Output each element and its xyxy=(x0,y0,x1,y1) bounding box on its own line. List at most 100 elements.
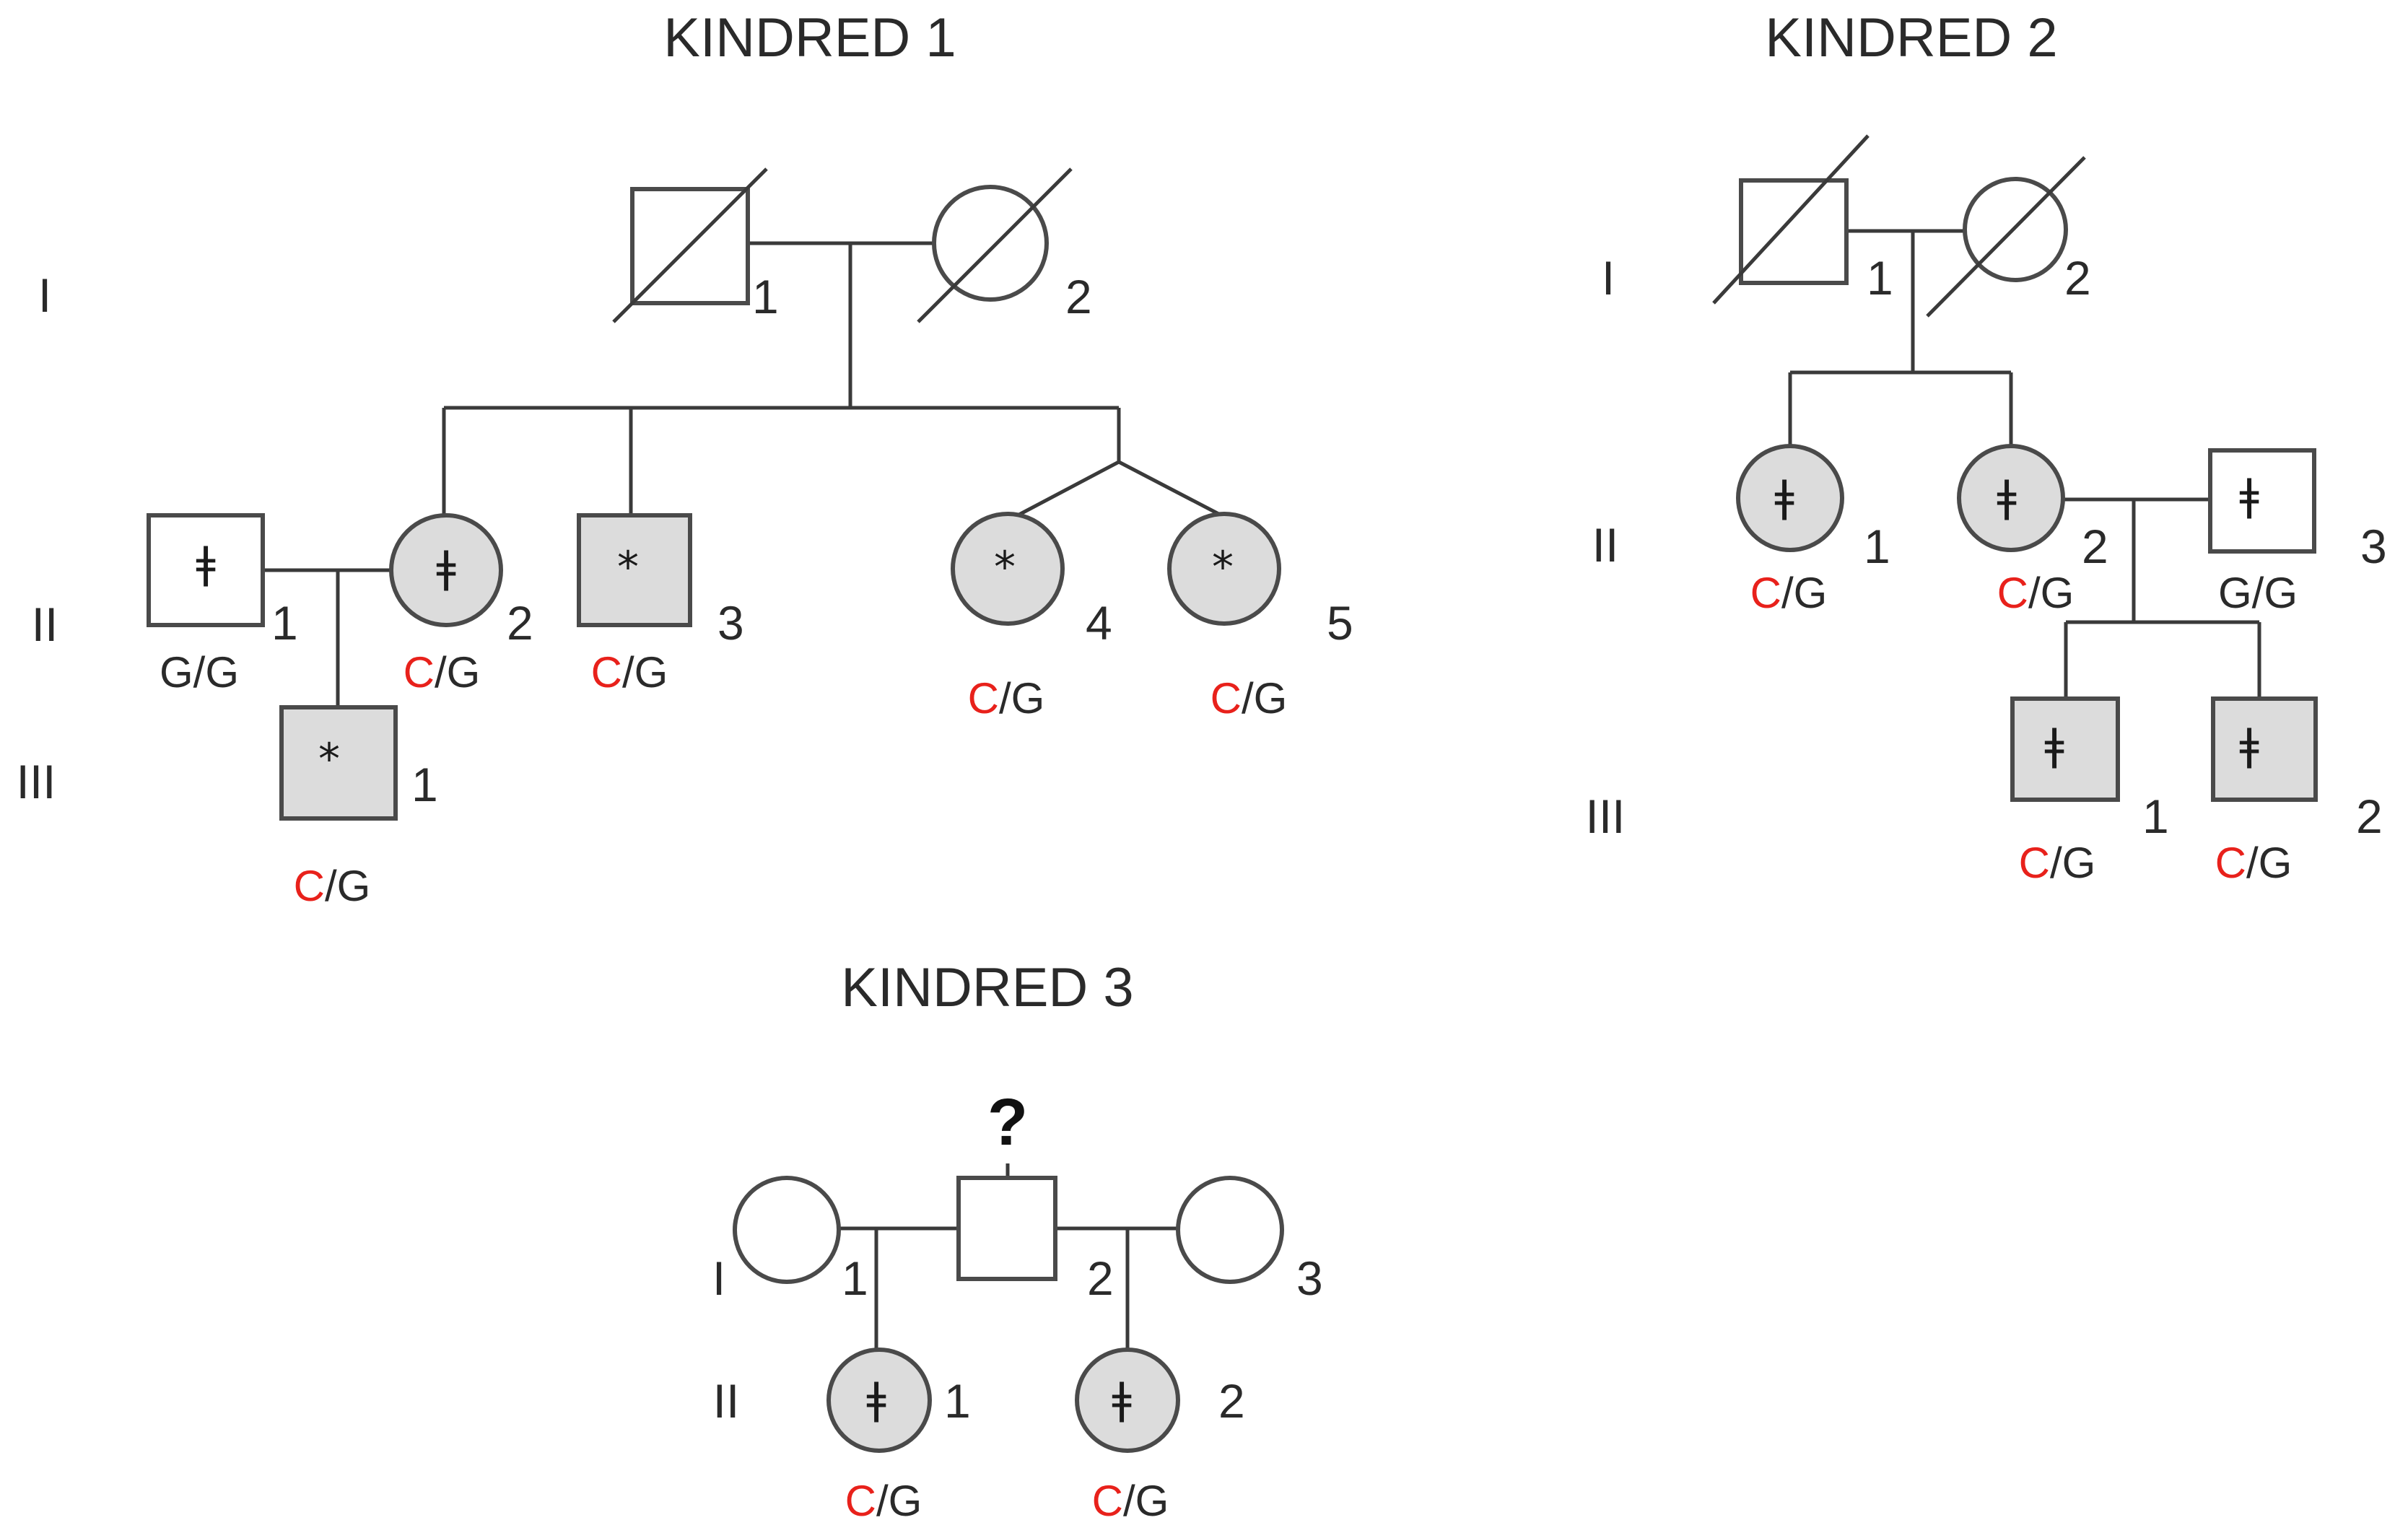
individual-number: 4 xyxy=(1086,596,1112,650)
k1-generation-label-2: II xyxy=(32,598,58,651)
individual-number: 1 xyxy=(1864,520,1890,573)
female-symbol xyxy=(1167,512,1281,626)
female-symbol xyxy=(733,1176,841,1284)
k3-generation-label-2: II xyxy=(713,1374,740,1428)
male-symbol xyxy=(577,513,692,627)
individual-number: 1 xyxy=(271,596,298,650)
individual-number: 5 xyxy=(1327,596,1353,650)
individual-number: 3 xyxy=(2360,520,2387,573)
k2-generation-label-1: I xyxy=(1602,251,1615,305)
k2-individual-III-1: ǂ 1 C/G xyxy=(2010,696,2169,887)
genotype-label: C/G xyxy=(2019,839,2096,887)
k1-individual-II-2: ǂ 2 C/G xyxy=(389,513,533,696)
genotype-label: C/G xyxy=(2215,839,2293,887)
deceased-slash xyxy=(917,167,1073,323)
male-symbol xyxy=(1739,178,1849,285)
female-symbol xyxy=(951,512,1065,626)
individual-number: 2 xyxy=(1087,1252,1114,1305)
genotype-label: C/G xyxy=(403,648,481,696)
genotype-label: C/G xyxy=(591,648,668,696)
k1-individual-III-1: * 1 C/G xyxy=(279,705,438,910)
deceased-slash xyxy=(612,167,768,323)
k1-individual-I-2: 2 xyxy=(917,167,1092,323)
male-symbol xyxy=(956,1176,1057,1281)
female-symbol xyxy=(389,513,503,627)
k2-individual-I-1: 1 xyxy=(1712,134,1893,305)
variant-marker: ǂ xyxy=(866,1373,886,1424)
deceased-slash xyxy=(1926,156,2086,318)
male-symbol xyxy=(2211,696,2318,802)
kindred-3: KINDRED 3 I II ? 1 2 3 ǂ 1 xyxy=(712,957,1323,1525)
k1-individual-II-5: * 5 C/G xyxy=(1167,512,1353,722)
variant-marker: ǂ xyxy=(2239,470,2259,520)
k1-individual-I-1: 1 xyxy=(612,167,779,323)
variant-marker: ǂ xyxy=(436,542,456,593)
variant-marker: ǂ xyxy=(1774,471,1794,522)
k2-individual-III-2: ǂ 2 C/G xyxy=(2211,696,2383,887)
individual-number: 1 xyxy=(842,1252,868,1305)
genotype-label: C/G xyxy=(1750,569,1828,617)
female-symbol xyxy=(1075,1348,1180,1453)
individual-number: 3 xyxy=(717,596,744,650)
genotype-label: C/G xyxy=(1210,674,1288,722)
k1-generation-label-3: III xyxy=(16,755,56,808)
k1-individual-II-1: ǂ 1 G/G xyxy=(147,513,298,696)
k2-generation-label-2: II xyxy=(1592,518,1619,572)
male-symbol xyxy=(2010,696,2120,802)
individual-number: 2 xyxy=(2356,790,2383,843)
kindred-1-title: KINDRED 1 xyxy=(663,7,956,69)
individual-number: 2 xyxy=(507,596,533,650)
male-symbol xyxy=(2208,448,2316,554)
individual-number: 2 xyxy=(2064,251,2091,305)
kindred-1: KINDRED 1 I II III 1 2 xyxy=(16,7,1353,910)
k1-lines xyxy=(263,241,1224,707)
k3-generation-label-1: I xyxy=(712,1252,725,1305)
k1-generation-label-1: I xyxy=(38,268,51,322)
individual-number: 1 xyxy=(944,1374,971,1428)
variant-marker: * xyxy=(318,734,340,785)
k2-individual-II-1: ǂ 1 C/G xyxy=(1736,444,1890,617)
genotype-label: C/G xyxy=(968,674,1045,722)
k3-individual-I-1: 1 xyxy=(733,1176,868,1305)
k2-generation-label-3: III xyxy=(1585,790,1625,843)
deceased-slash xyxy=(1712,134,1870,305)
genotype-label: C/G xyxy=(1092,1477,1169,1525)
variant-marker: * xyxy=(617,542,639,593)
female-symbol xyxy=(826,1348,932,1453)
k1-individual-II-3: * 3 C/G xyxy=(577,513,744,696)
individual-number: 1 xyxy=(2142,790,2169,843)
kindred-3-title: KINDRED 3 xyxy=(841,957,1133,1018)
variant-marker: ǂ xyxy=(2044,720,2064,770)
genotype-label: C/G xyxy=(845,1477,922,1525)
male-symbol xyxy=(279,705,398,821)
k2-individual-II-3: ǂ 3 G/G xyxy=(2208,448,2387,617)
variant-marker: ǂ xyxy=(196,538,216,588)
male-symbol xyxy=(147,513,265,627)
kindred-2: KINDRED 2 I II III 1 2 xyxy=(1585,7,2386,887)
k1-individual-II-4: * 4 C/G xyxy=(951,512,1112,722)
individual-number: 2 xyxy=(1065,270,1092,323)
unknown-status-mark: ? xyxy=(987,1086,1028,1159)
genotype-label: G/G xyxy=(160,648,239,696)
female-symbol xyxy=(932,185,1049,302)
female-symbol xyxy=(1736,444,1844,552)
female-symbol xyxy=(1176,1176,1284,1284)
individual-number: 2 xyxy=(2082,520,2108,573)
k2-individual-I-2: 2 xyxy=(1926,156,2091,318)
female-symbol xyxy=(1957,444,2065,552)
genotype-label: G/G xyxy=(2218,569,2298,617)
k3-individual-II-2: ǂ 2 C/G xyxy=(1075,1348,1245,1525)
individual-number: 3 xyxy=(1296,1252,1323,1305)
genotype-label: C/G xyxy=(294,862,371,910)
variant-marker: * xyxy=(994,542,1016,593)
kindred-2-title: KINDRED 2 xyxy=(1765,7,2057,69)
k2-individual-II-2: ǂ 2 C/G xyxy=(1957,444,2108,617)
k3-individual-I-3: 3 xyxy=(1176,1176,1323,1305)
individual-number: 1 xyxy=(411,758,438,811)
variant-marker: ǂ xyxy=(2239,720,2259,770)
individual-number: 2 xyxy=(1218,1374,1245,1428)
k3-individual-I-2: 2 xyxy=(956,1176,1114,1305)
variant-marker: * xyxy=(1212,542,1234,593)
k3-lines xyxy=(839,1163,1178,1350)
